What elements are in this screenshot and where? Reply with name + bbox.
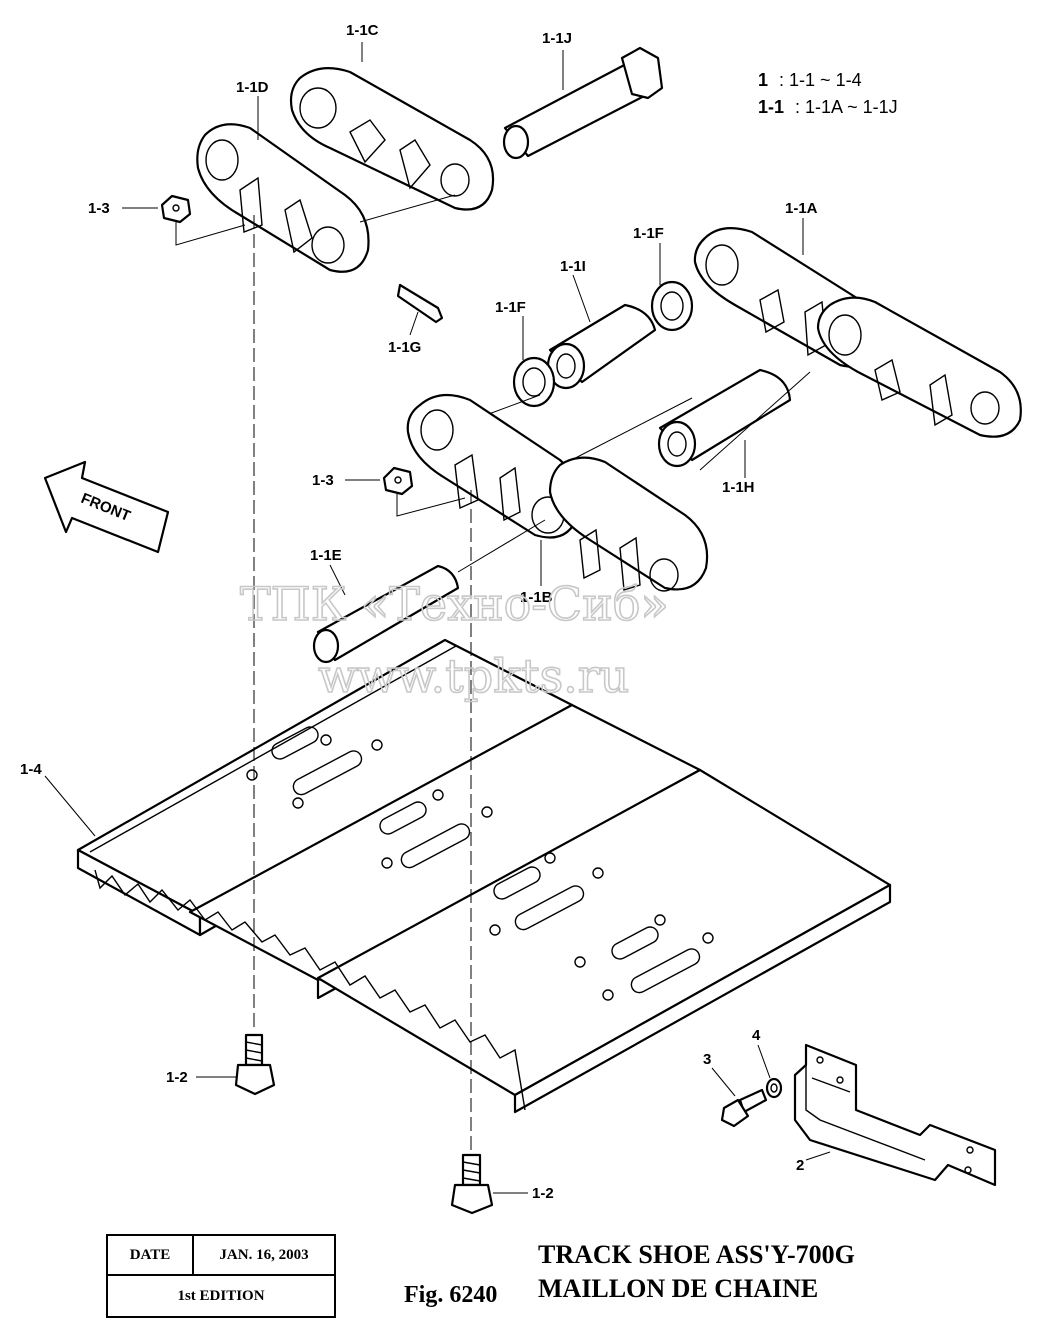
bushing-1-1H	[657, 368, 792, 468]
label-1-3-mid: 1-3	[312, 472, 334, 489]
date-label: DATE	[108, 1236, 194, 1276]
bolt-3	[720, 1088, 768, 1128]
label-1-1F-left: 1-1F	[495, 299, 526, 316]
svg-text:1 : 1-1 ~ 1-4: 1 : 1-1 ~ 1-4	[758, 70, 862, 90]
title-block: DATE JAN. 16, 2003 1st EDITION	[106, 1234, 336, 1318]
label-1-2-left: 1-2	[166, 1069, 188, 1086]
watermark-company: ТПК «Техно-Сиб»	[240, 577, 669, 631]
bushing-1-1I	[546, 303, 657, 390]
bolt-1-2-bottom	[450, 1153, 494, 1215]
link-1-1B-rear	[548, 456, 709, 592]
label-1-1D: 1-1D	[236, 79, 269, 96]
legend-val-1: : 1-1 ~ 1-4	[779, 70, 862, 90]
label-2: 2	[796, 1157, 804, 1174]
label-1-4: 1-4	[20, 761, 42, 778]
label-1-1F-right: 1-1F	[633, 225, 664, 242]
figure-number: Fig. 6240	[404, 1282, 498, 1308]
figure-title-en: TRACK SHOE ASS'Y-700G	[538, 1240, 855, 1269]
washer-4	[765, 1077, 783, 1099]
pin-1-1E	[312, 564, 460, 664]
edition: 1st EDITION	[177, 1287, 265, 1304]
front-arrow: FRONT	[43, 460, 170, 554]
figure-title: TRACK SHOE ASS'Y-700G MAILLON DE CHAINE	[538, 1238, 855, 1306]
legend-val-2: : 1-1A ~ 1-1J	[795, 97, 898, 117]
link-1-1A-rear	[816, 296, 1022, 438]
link-1-1B	[406, 393, 581, 539]
label-1-1E: 1-1E	[310, 547, 342, 564]
legend-key-1: 1	[758, 70, 768, 90]
watermark-url: www.tpkts.ru	[318, 649, 629, 703]
label-1-2-bottom: 1-2	[532, 1185, 554, 1202]
link-1-1D	[196, 123, 370, 273]
seal-1-1F-left	[512, 356, 556, 408]
label-1-1J: 1-1J	[542, 30, 572, 47]
track-shoe-front	[316, 768, 892, 1114]
label-4: 4	[752, 1027, 761, 1044]
legend: 1 : 1-1 ~ 1-4 1-1 : 1-1A ~ 1-1J	[758, 70, 898, 117]
label-1-1A: 1-1A	[785, 200, 818, 217]
date-value: JAN. 16, 2003	[194, 1236, 334, 1276]
guard-2	[793, 1043, 997, 1187]
label-1-1H: 1-1H	[722, 479, 755, 496]
label-1-1I: 1-1I	[560, 258, 586, 275]
label-1-1C: 1-1C	[346, 22, 379, 39]
bolt-1-2-left	[234, 1033, 276, 1096]
label-1-3-top: 1-3	[88, 200, 110, 217]
nut-1-3-mid	[382, 466, 414, 496]
label-1-1B: 1-1B	[520, 589, 553, 606]
svg-text:1-1 : 1-1A ~ 1-1J: 1-1 : 1-1A ~ 1-1J	[758, 97, 898, 117]
nut-1-3-top	[160, 194, 192, 224]
seal-1-1F-right	[650, 280, 694, 332]
pin-1-1G	[396, 283, 444, 324]
legend-key-2: 1-1	[758, 97, 784, 117]
label-3: 3	[703, 1051, 711, 1068]
label-1-1G: 1-1G	[388, 339, 421, 356]
grouser-teeth	[94, 869, 526, 1111]
shoe-holes	[246, 726, 714, 1001]
figure-title-fr: MAILLON DE CHAINE	[538, 1274, 819, 1303]
link-1-1C	[289, 67, 495, 211]
pin-1-1J	[502, 46, 664, 160]
leader-lines	[44, 42, 831, 1194]
